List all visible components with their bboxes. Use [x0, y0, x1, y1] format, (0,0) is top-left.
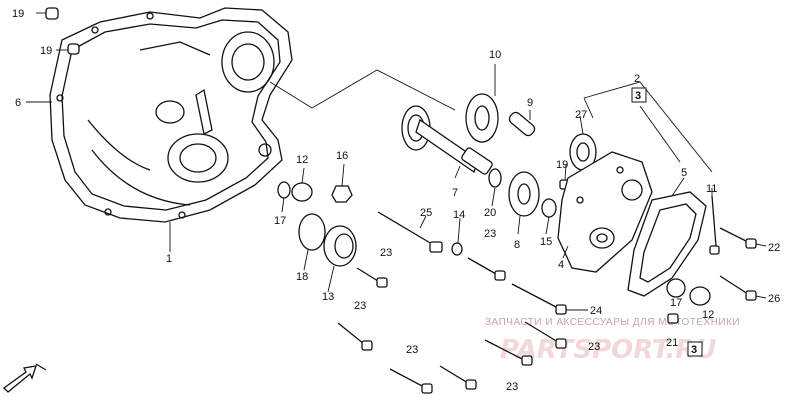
callout-10: 10 [489, 49, 501, 61]
callout-3b: 3 [691, 344, 697, 356]
callout-2: 2 [634, 73, 640, 85]
watermark-caption: ЗАПЧАСТИ И АКСЕССУАРЫ ДЛЯ МОТОТЕХНИКИ [485, 317, 740, 328]
o-ring-18 [298, 213, 326, 251]
washer-14 [451, 242, 463, 256]
callout-16: 16 [336, 150, 348, 162]
callout-9: 9 [527, 97, 533, 109]
callout-20: 20 [484, 207, 496, 219]
callout-17a: 17 [274, 215, 286, 227]
callout-18: 18 [296, 271, 308, 283]
plug-12b [689, 286, 711, 306]
o-ring-17b [666, 278, 686, 298]
nut-16 [331, 185, 353, 203]
callout-14: 14 [453, 209, 465, 221]
callout-box-3b [687, 341, 703, 357]
callout-19c: 19 [556, 159, 568, 171]
washer-15 [541, 198, 557, 218]
callout-19b: 19 [40, 45, 52, 57]
callout-4: 4 [558, 259, 564, 271]
callout-11: 11 [706, 183, 717, 195]
callout-23c: 23 [354, 300, 366, 312]
callout-23d: 23 [406, 344, 418, 356]
callout-24: 24 [590, 305, 602, 317]
o-ring-17 [277, 181, 291, 199]
callout-27: 27 [575, 109, 587, 121]
leader-2 [583, 81, 713, 173]
callout-22: 22 [768, 242, 780, 254]
pin [508, 111, 536, 137]
gear-8 [508, 171, 540, 217]
callout-3a: 3 [635, 90, 641, 102]
callout-labels: 19 19 6 1 10 9 2 3 27 19 5 11 7 20 8 15 … [12, 8, 780, 393]
callout-23e: 23 [506, 381, 518, 393]
assembly-leader [269, 69, 456, 111]
cover-gasket-5 [627, 191, 707, 297]
callout-12b: 12 [702, 309, 714, 321]
pump-body [557, 151, 653, 273]
callout-box-3a [631, 87, 647, 103]
bolts [337, 195, 757, 394]
callout-8: 8 [514, 239, 520, 251]
callout-13: 13 [322, 291, 334, 303]
callout-23f: 23 [588, 341, 600, 353]
callout-19a: 19 [12, 8, 24, 20]
ring-20 [488, 168, 502, 188]
cap-13 [323, 225, 357, 267]
callout-5: 5 [681, 167, 687, 179]
callout-12a: 12 [296, 154, 308, 166]
callout-6: 6 [15, 97, 21, 109]
gear-shaft-assembly [401, 93, 499, 175]
callout-23b: 23 [380, 247, 392, 259]
callout-23a: 23 [484, 228, 496, 240]
callout-1: 1 [166, 253, 172, 265]
callout-7: 7 [452, 187, 458, 199]
watermark-logo: PARTSPORT.RU [500, 335, 716, 365]
plug-12 [291, 182, 313, 202]
callout-17b: 17 [670, 297, 682, 309]
callout-21: 21 [666, 337, 678, 349]
front-direction-arrow-icon [3, 363, 47, 393]
callout-15: 15 [540, 236, 552, 248]
callout-26: 26 [768, 293, 780, 305]
crankcase-cover [49, 7, 293, 223]
callout-leaders [26, 12, 767, 311]
callout-25: 25 [420, 207, 432, 219]
